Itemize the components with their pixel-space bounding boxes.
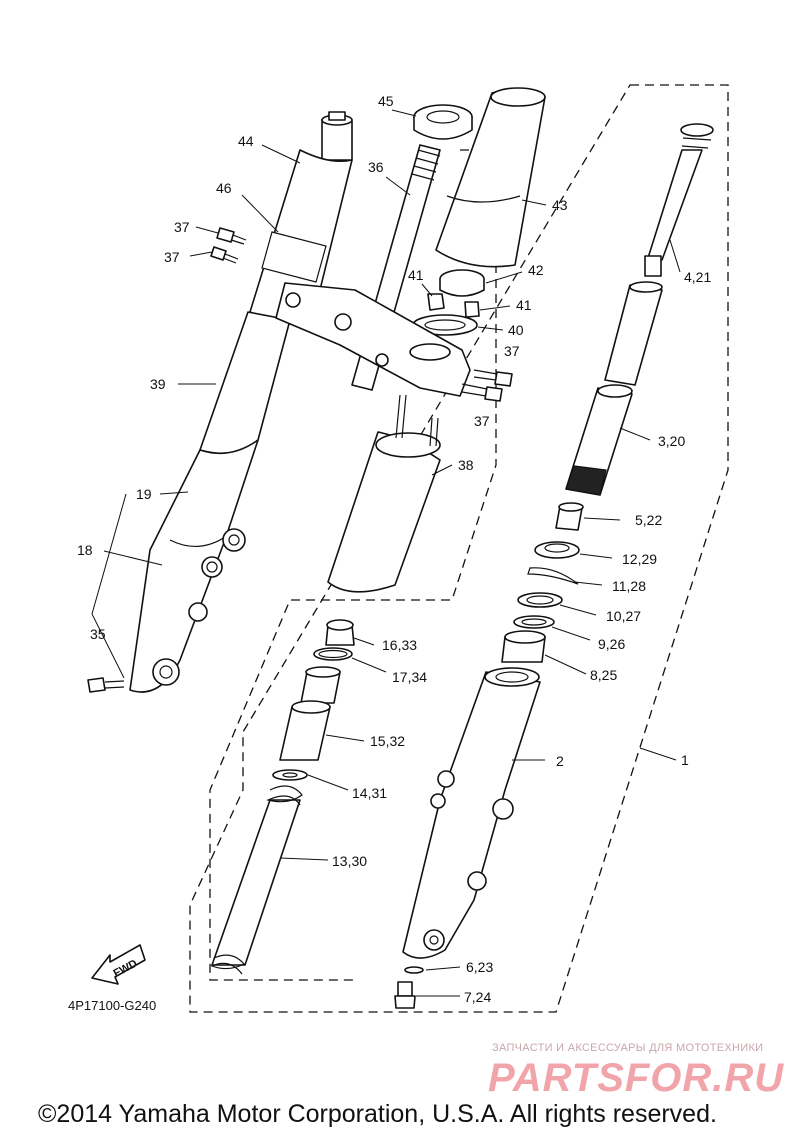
callout-7-24: 7,24: [464, 989, 491, 1005]
callout-17-34: 17,34: [392, 669, 427, 685]
callout-37: 37: [164, 249, 180, 265]
callout-labels: 45 44 36 43 46 37 37 42 41 41 40 37 37 3…: [77, 93, 711, 1005]
callout-36: 36: [368, 159, 384, 175]
fwd-arrow-icon: FWD: [91, 944, 146, 985]
callout-9-26: 9,26: [598, 636, 625, 652]
callout-11-28: 11,28: [612, 578, 646, 594]
callout-8-25: 8,25: [590, 667, 617, 683]
right-fork-assembly: [394, 123, 714, 1009]
callout-1: 1: [681, 752, 689, 768]
callout-38: 38: [458, 457, 474, 473]
callout-40: 40: [508, 322, 524, 338]
callout-15-32: 15,32: [370, 733, 405, 749]
callout-41: 41: [408, 267, 424, 283]
callout-46: 46: [216, 180, 232, 196]
callout-14-31: 14,31: [352, 785, 387, 801]
damper-parts-center: [210, 619, 387, 975]
callout-6-23: 6,23: [466, 959, 493, 975]
callout-44: 44: [238, 133, 254, 149]
callout-45: 45: [378, 93, 394, 109]
callout-19: 19: [136, 486, 152, 502]
callout-35: 35: [90, 626, 106, 642]
watermark-tagline: ЗАПЧАСТИ И АКСЕССУАРЫ ДЛЯ МОТОТЕХНИКИ: [492, 1042, 764, 1054]
diagram-code: 4P17100-G240: [68, 998, 156, 1013]
callout-43: 43: [552, 197, 568, 213]
watermark-logo: PARTSFOR.RU: [488, 1056, 785, 1100]
callout-18: 18: [77, 542, 93, 558]
callout-39: 39: [150, 376, 166, 392]
callout-13-30: 13,30: [332, 853, 367, 869]
copyright-notice: ©2014 Yamaha Motor Corporation, U.S.A. A…: [38, 1100, 717, 1128]
callout-16-33: 16,33: [382, 637, 417, 653]
callout-41: 41: [516, 297, 532, 313]
left-fork-assembly: [87, 111, 353, 693]
assembly-1-dashed-outline: [189, 84, 729, 1013]
upper-bracket-assembly: [275, 87, 547, 402]
callout-5-22: 5,22: [635, 512, 662, 528]
callout-2: 2: [556, 753, 564, 769]
callout-4-21: 4,21: [684, 269, 711, 285]
callout-10-27: 10,27: [606, 608, 641, 624]
callout-12-29: 12,29: [622, 551, 657, 567]
callout-37: 37: [504, 343, 520, 359]
callout-37: 37: [474, 413, 490, 429]
lower-cover-38: [327, 394, 453, 593]
inner-assembly-dashed-outline: [209, 149, 497, 981]
callout-3-20: 3,20: [658, 433, 685, 449]
callout-42: 42: [528, 262, 544, 278]
callout-37: 37: [174, 219, 190, 235]
